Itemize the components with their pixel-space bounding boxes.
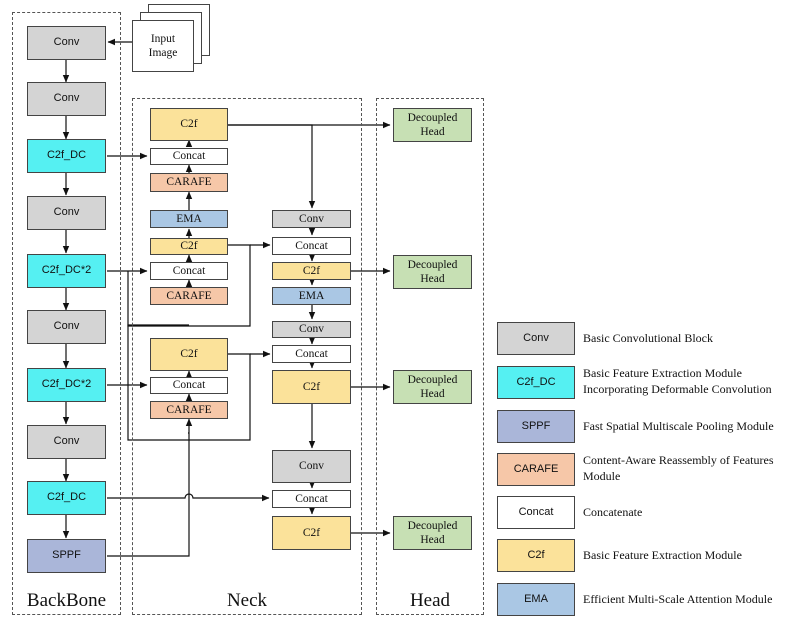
legend-desc-ema: Efficient Multi-Scale Attention Module <box>583 592 773 607</box>
neck-right-conv-3: Conv <box>272 450 351 483</box>
neck-right-c2f-3: C2f <box>272 516 351 550</box>
decoupled-head-2: Decoupled Head <box>393 255 472 289</box>
decoupled-head-3: Decoupled Head <box>393 370 472 404</box>
head-label: Head <box>409 590 451 611</box>
backbone-c2f-dc-1: C2f_DC <box>27 139 106 173</box>
neck-region <box>132 98 362 615</box>
legend-desc-sppf: Fast Spatial Multiscale Pooling Module <box>583 419 774 434</box>
legend-key-ema: EMA <box>497 583 575 616</box>
legend-desc-carafe: Content-Aware Reassembly of Features Mod… <box>583 453 774 483</box>
legend-desc-c2f-dc: Basic Feature Extraction Module Incorpor… <box>583 366 772 396</box>
neck-right-c2f-1: C2f <box>272 262 351 280</box>
neck-ema-1: EMA <box>150 210 228 228</box>
backbone-conv-5: Conv <box>27 425 106 459</box>
neck-right-c2f-2: C2f <box>272 370 351 404</box>
legend-key-c2f-dc: C2f_DC <box>497 366 575 399</box>
backbone-conv-1: Conv <box>27 26 106 60</box>
backbone-c2f-dc-4: C2f_DC <box>27 481 106 515</box>
neck-label: Neck <box>226 590 268 611</box>
legend-key-sppf: SPPF <box>497 410 575 443</box>
backbone-region <box>12 12 121 615</box>
backbone-sppf: SPPF <box>27 539 106 573</box>
neck-right-concat-3: Concat <box>272 490 351 508</box>
neck-carafe-3: CARAFE <box>150 401 228 419</box>
neck-carafe-2: CARAFE <box>150 287 228 305</box>
legend-desc-c2f: Basic Feature Extraction Module <box>583 548 742 563</box>
legend-key-c2f: C2f <box>497 539 575 572</box>
backbone-conv-2: Conv <box>27 82 106 116</box>
head-region <box>376 98 484 615</box>
neck-right-conv-2: Conv <box>272 321 351 338</box>
legend-desc-concat: Concatenate <box>583 505 643 520</box>
legend-key-carafe: CARAFE <box>497 453 575 486</box>
neck-c2f-2: C2f <box>150 238 228 255</box>
neck-c2f-3: C2f <box>150 338 228 371</box>
neck-right-conv-1: Conv <box>272 210 351 228</box>
neck-concat-3: Concat <box>150 377 228 394</box>
neck-right-concat-2: Concat <box>272 345 351 363</box>
backbone-c2f-dc-2: C2f_DC*2 <box>27 254 106 288</box>
legend-key-conv: Conv <box>497 322 575 355</box>
neck-right-ema: EMA <box>272 287 351 305</box>
decoupled-head-4: Decoupled Head <box>393 516 472 550</box>
backbone-label: BackBone <box>26 590 107 611</box>
legend-desc-conv: Basic Convolutional Block <box>583 331 713 346</box>
neck-carafe-1: CARAFE <box>150 173 228 192</box>
backbone-conv-3: Conv <box>27 196 106 230</box>
backbone-c2f-dc-3: C2f_DC*2 <box>27 368 106 402</box>
legend-key-concat: Concat <box>497 496 575 529</box>
backbone-conv-4: Conv <box>27 310 106 344</box>
input-image: Input Image <box>132 20 194 72</box>
decoupled-head-1: Decoupled Head <box>393 108 472 142</box>
neck-concat-1: Concat <box>150 148 228 165</box>
neck-right-concat-1: Concat <box>272 237 351 255</box>
neck-concat-2: Concat <box>150 262 228 280</box>
neck-c2f-top: C2f <box>150 108 228 141</box>
